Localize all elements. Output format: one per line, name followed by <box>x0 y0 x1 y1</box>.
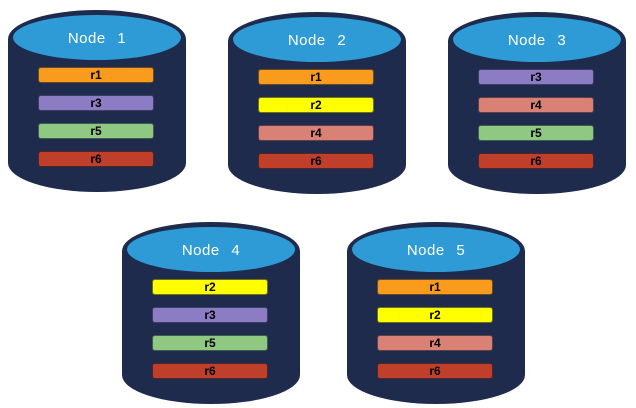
replica-bar-r4: r4 <box>478 97 594 113</box>
cylinder-top-face: Node 2 <box>233 17 401 62</box>
replica-bar-r1: r1 <box>38 67 154 83</box>
replica-bar-r6: r6 <box>258 153 374 169</box>
replica-bar-r5: r5 <box>478 125 594 141</box>
replica-bar-r6: r6 <box>152 363 268 379</box>
replica-bar-r3: r3 <box>478 69 594 85</box>
replica-list: r2 r3 r5 r6 <box>152 279 268 391</box>
node-3-cylinder: Node 3 r3 r4 r5 r6 <box>448 12 626 194</box>
node-4-cylinder: Node 4 r2 r3 r5 r6 <box>122 222 300 404</box>
replica-bar-r4: r4 <box>258 125 374 141</box>
node-label: Node 4 <box>181 242 241 259</box>
replica-list: r1 r3 r5 r6 <box>38 67 154 179</box>
replica-bar-r1: r1 <box>258 69 374 85</box>
node-label: Node 1 <box>67 30 127 47</box>
replica-bar-r6: r6 <box>478 153 594 169</box>
node-label: Node 3 <box>507 32 567 49</box>
replica-bar-r6: r6 <box>377 363 493 379</box>
replica-bar-r3: r3 <box>38 95 154 111</box>
replica-bar-r2: r2 <box>377 307 493 323</box>
replica-bar-r2: r2 <box>258 97 374 113</box>
node-label: Node 5 <box>406 242 466 259</box>
replica-bar-r6: r6 <box>38 151 154 167</box>
replica-bar-r4: r4 <box>377 335 493 351</box>
cylinder-top-face: Node 5 <box>352 227 520 272</box>
replica-bar-r1: r1 <box>377 279 493 295</box>
cylinder-top-face: Node 1 <box>13 15 181 60</box>
replica-list: r3 r4 r5 r6 <box>478 69 594 181</box>
replica-list: r1 r2 r4 r6 <box>377 279 493 391</box>
replica-list: r1 r2 r4 r6 <box>258 69 374 181</box>
cylinder-top-face: Node 4 <box>127 227 295 272</box>
replica-bar-r2: r2 <box>152 279 268 295</box>
node-5-cylinder: Node 5 r1 r2 r4 r6 <box>347 222 525 404</box>
node-2-cylinder: Node 2 r1 r2 r4 r6 <box>228 12 406 194</box>
replica-bar-r5: r5 <box>38 123 154 139</box>
replica-bar-r3: r3 <box>152 307 268 323</box>
node-label: Node 2 <box>287 32 347 49</box>
node-1-cylinder: Node 1 r1 r3 r5 r6 <box>8 10 186 192</box>
replica-bar-r5: r5 <box>152 335 268 351</box>
cylinder-top-face: Node 3 <box>453 17 621 62</box>
